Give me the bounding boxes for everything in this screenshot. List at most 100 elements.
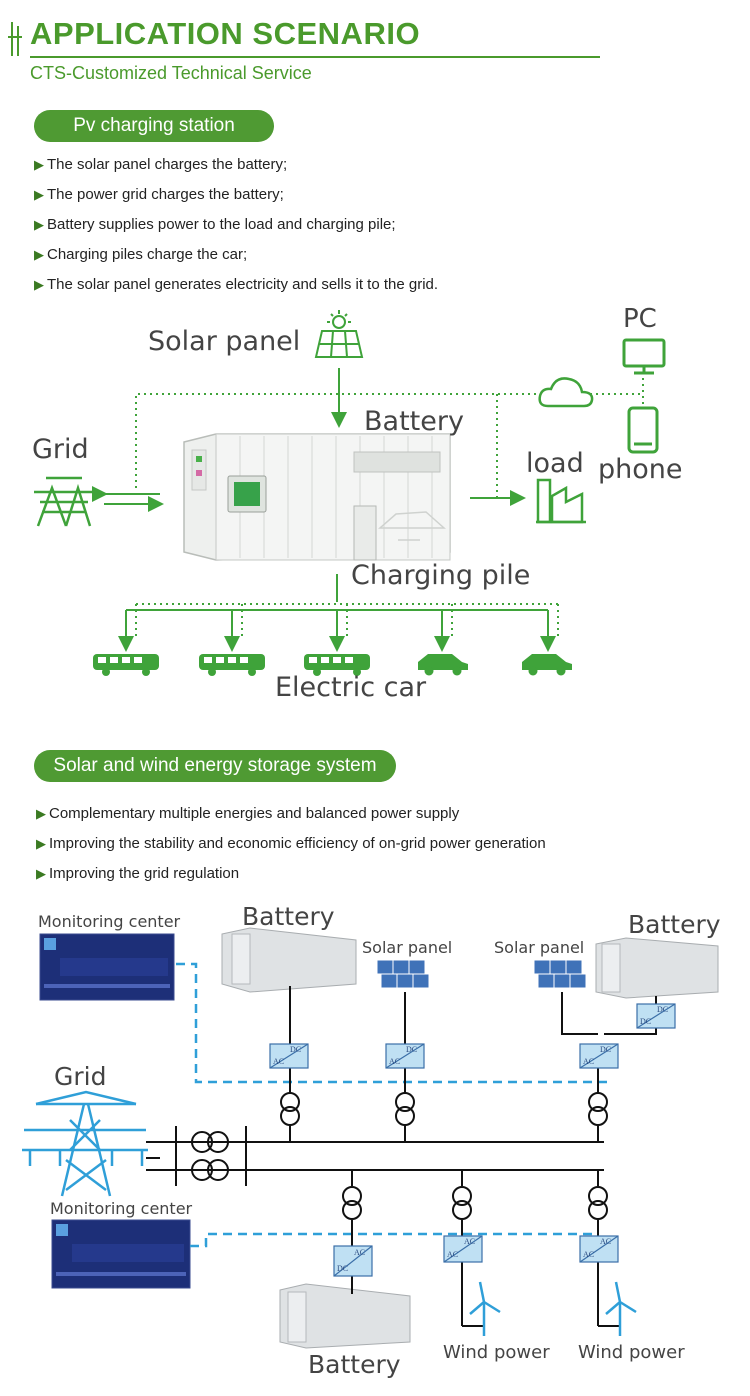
- bullet-text: Improving the stability and economic eff…: [49, 835, 546, 852]
- grid-tower-icon: [22, 1090, 148, 1197]
- section-pill-pv-charging: Pv charging station: [34, 110, 274, 142]
- converter-label: DC: [337, 1264, 349, 1273]
- bullet-item: ▶The solar panel charges the battery;: [34, 156, 287, 173]
- converter-box: [333, 1245, 373, 1277]
- bullet-text: Charging piles charge the car;: [47, 246, 248, 263]
- label-battery: Battery: [364, 406, 464, 437]
- converter-label: AC: [354, 1248, 366, 1257]
- converter-box: [636, 1003, 676, 1029]
- converter-label: AC: [600, 1237, 612, 1246]
- bullet-text: Battery supplies power to the load and c…: [47, 216, 396, 233]
- bullet-item: ▶Complementary multiple energies and bal…: [36, 805, 459, 822]
- label-solar-panel: Solar panel: [148, 326, 301, 357]
- battery-container-image: [183, 433, 451, 561]
- label-load: load: [526, 448, 584, 479]
- converter-label: DC: [600, 1045, 612, 1054]
- converter-label: AC: [447, 1250, 459, 1259]
- transformer-icon: [588, 1186, 608, 1220]
- cloud-icon: [538, 377, 594, 408]
- bullet-item: ▶Charging piles charge the car;: [34, 246, 247, 263]
- converter-label: AC: [464, 1237, 476, 1246]
- label-battery-right: Battery: [628, 910, 721, 939]
- label-charging-pile: Charging pile: [351, 560, 531, 591]
- converter-label: DC: [290, 1045, 302, 1054]
- converter-label: DC: [657, 1005, 669, 1014]
- solar-panel-image: [376, 959, 430, 989]
- phone-icon: [627, 406, 659, 454]
- electric-bus-icon: [304, 654, 370, 676]
- solar-panel-image: [533, 959, 587, 989]
- label-grid: Grid: [32, 434, 89, 465]
- solar-panel-icon: [314, 310, 364, 358]
- label-battery-bottom: Battery: [308, 1350, 401, 1379]
- triangle-bullet-icon: ▶: [34, 277, 44, 292]
- bullet-text: Improving the grid regulation: [49, 865, 240, 882]
- pc-icon: [622, 338, 666, 375]
- transformer-icon: [588, 1092, 608, 1126]
- label-grid: Grid: [54, 1062, 107, 1091]
- label-solar-panel-1: Solar panel: [362, 938, 453, 957]
- page-title: APPLICATION SCENARIO: [30, 16, 421, 51]
- triangle-bullet-icon: ▶: [36, 866, 46, 881]
- grid-tower-icon: [34, 476, 94, 527]
- transformer-icon: [280, 1092, 300, 1126]
- wind-turbine-icon: [605, 1281, 637, 1336]
- transformer-icon: [342, 1186, 362, 1220]
- converter-label: AC: [273, 1057, 285, 1066]
- bullet-item: ▶Battery supplies power to the load and …: [34, 216, 396, 233]
- bullet-text: The power grid charges the battery;: [47, 186, 284, 203]
- label-electric-car: Electric car: [275, 672, 427, 703]
- label-wind-power-2: Wind power: [578, 1342, 685, 1363]
- wind-turbine-icon: [469, 1281, 501, 1336]
- triangle-bullet-icon: ▶: [36, 836, 46, 851]
- bullet-item: ▶The power grid charges the battery;: [34, 186, 284, 203]
- converter-box: [385, 1043, 425, 1069]
- battery-container-image: [595, 937, 719, 999]
- converter-box: [269, 1043, 309, 1069]
- electric-bus-icon: [199, 654, 265, 676]
- converter-label: AC: [389, 1057, 401, 1066]
- battery-container-image: [279, 1283, 411, 1349]
- triangle-bullet-icon: ▶: [34, 247, 44, 262]
- monitoring-screen-image: [51, 1219, 191, 1289]
- label-monitoring-center-top: Monitoring center: [38, 912, 181, 931]
- section-pill-solar-wind: Solar and wind energy storage system: [34, 750, 396, 782]
- electric-bus-icon: [93, 654, 159, 676]
- load-factory-icon: [536, 478, 586, 524]
- label-monitoring-center-bottom: Monitoring center: [50, 1199, 193, 1218]
- converter-box: [443, 1235, 483, 1263]
- converter-box: [579, 1043, 619, 1069]
- label-pc: PC: [623, 304, 657, 334]
- converter-label: AC: [583, 1250, 595, 1259]
- converter-label: DC: [406, 1045, 418, 1054]
- bullet-item: ▶The solar panel generates electricity a…: [34, 276, 438, 293]
- bullet-text: Complementary multiple energies and bala…: [49, 805, 460, 822]
- bullet-item: ▶Improving the grid regulation: [36, 865, 239, 882]
- converter-box: [579, 1235, 619, 1263]
- label-solar-panel-2: Solar panel: [494, 938, 585, 957]
- transformer-icon: [191, 1131, 229, 1181]
- page-subtitle: CTS-Customized Technical Service: [30, 63, 312, 83]
- label-wind-power-1: Wind power: [443, 1342, 550, 1363]
- battery-container-image: [221, 927, 357, 993]
- monitoring-screen-image: [39, 933, 175, 1001]
- header-logo-icon: [8, 22, 26, 56]
- pv-charging-diagram: [34, 310, 666, 676]
- transformer-icon: [395, 1092, 415, 1126]
- converter-label: AC: [583, 1057, 595, 1066]
- triangle-bullet-icon: ▶: [36, 806, 46, 821]
- label-battery-top: Battery: [242, 902, 335, 931]
- bullet-item: ▶Improving the stability and economic ef…: [36, 835, 546, 852]
- triangle-bullet-icon: ▶: [34, 187, 44, 202]
- electric-car-icon: [418, 654, 468, 676]
- bullet-text: The solar panel generates electricity an…: [47, 276, 439, 293]
- electric-car-icon: [522, 654, 572, 676]
- transformer-icon: [452, 1186, 472, 1220]
- bullet-text: The solar panel charges the battery;: [47, 156, 288, 173]
- triangle-bullet-icon: ▶: [34, 217, 44, 232]
- converter-label: DC: [640, 1017, 652, 1026]
- label-phone: phone: [598, 454, 683, 485]
- triangle-bullet-icon: ▶: [34, 157, 44, 172]
- title-underline: [30, 56, 600, 58]
